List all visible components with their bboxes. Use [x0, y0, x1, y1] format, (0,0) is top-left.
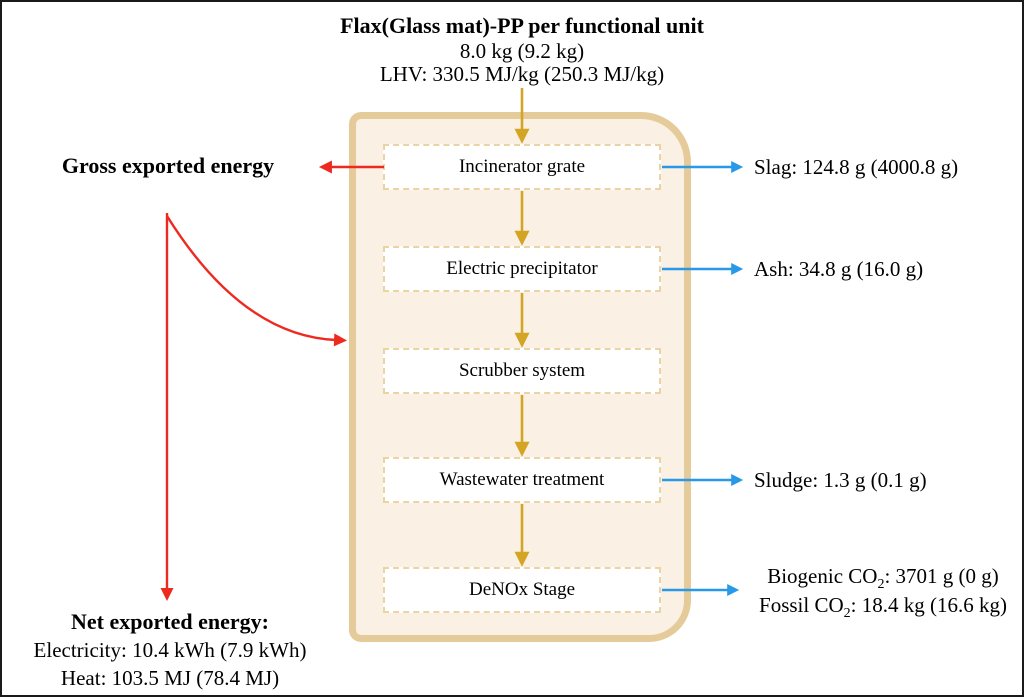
output-slag: Slag: 124.8 g (4000.8 g) — [754, 155, 959, 179]
net-electricity-value: Electricity: 10.4 kWh (7.9 kWh) — [33, 638, 307, 662]
net-exported-energy-title: Net exported energy: — [71, 609, 269, 634]
lhv-value: LHV: 330.5 MJ/kg (250.3 MJ/kg) — [379, 62, 665, 86]
net-heat-value: Heat: 103.5 MJ (78.4 MJ) — [60, 666, 280, 690]
output-sludge: Sludge: 1.3 g (0.1 g) — [754, 468, 927, 492]
stage-box-electric-precipitator: Electric precipitator — [383, 246, 661, 292]
stage-box-wastewater-treatment: Wastewater treatment — [383, 457, 661, 503]
functional-unit-mass: 8.0 kg (9.2 kg) — [459, 39, 585, 63]
output-co2-block: Biogenic CO2: 3701 g (0 g) Fossil CO2: 1… — [744, 562, 1022, 622]
diagram-title: Flax(Glass mat)-PP per functional unit — [340, 13, 704, 38]
gross-exported-energy-label: Gross exported energy — [61, 153, 275, 178]
stage-box-incinerator-grate: Incinerator grate — [383, 144, 661, 190]
output-ash: Ash: 34.8 g (16.0 g) — [754, 257, 924, 281]
recovered-energy-curve-arrow — [165, 215, 348, 347]
stage-box-denox-stage: DeNOx Stage — [383, 567, 661, 613]
net-exported-energy-block: Net exported energy: Electricity: 10.4 k… — [10, 608, 330, 692]
output-biogenic-co2: Biogenic CO2: 3701 g (0 g) — [767, 564, 999, 593]
output-fossil-co2: Fossil CO2: 18.4 kg (16.6 kg) — [759, 593, 1007, 622]
stage-box-scrubber-system: Scrubber system — [383, 348, 661, 394]
